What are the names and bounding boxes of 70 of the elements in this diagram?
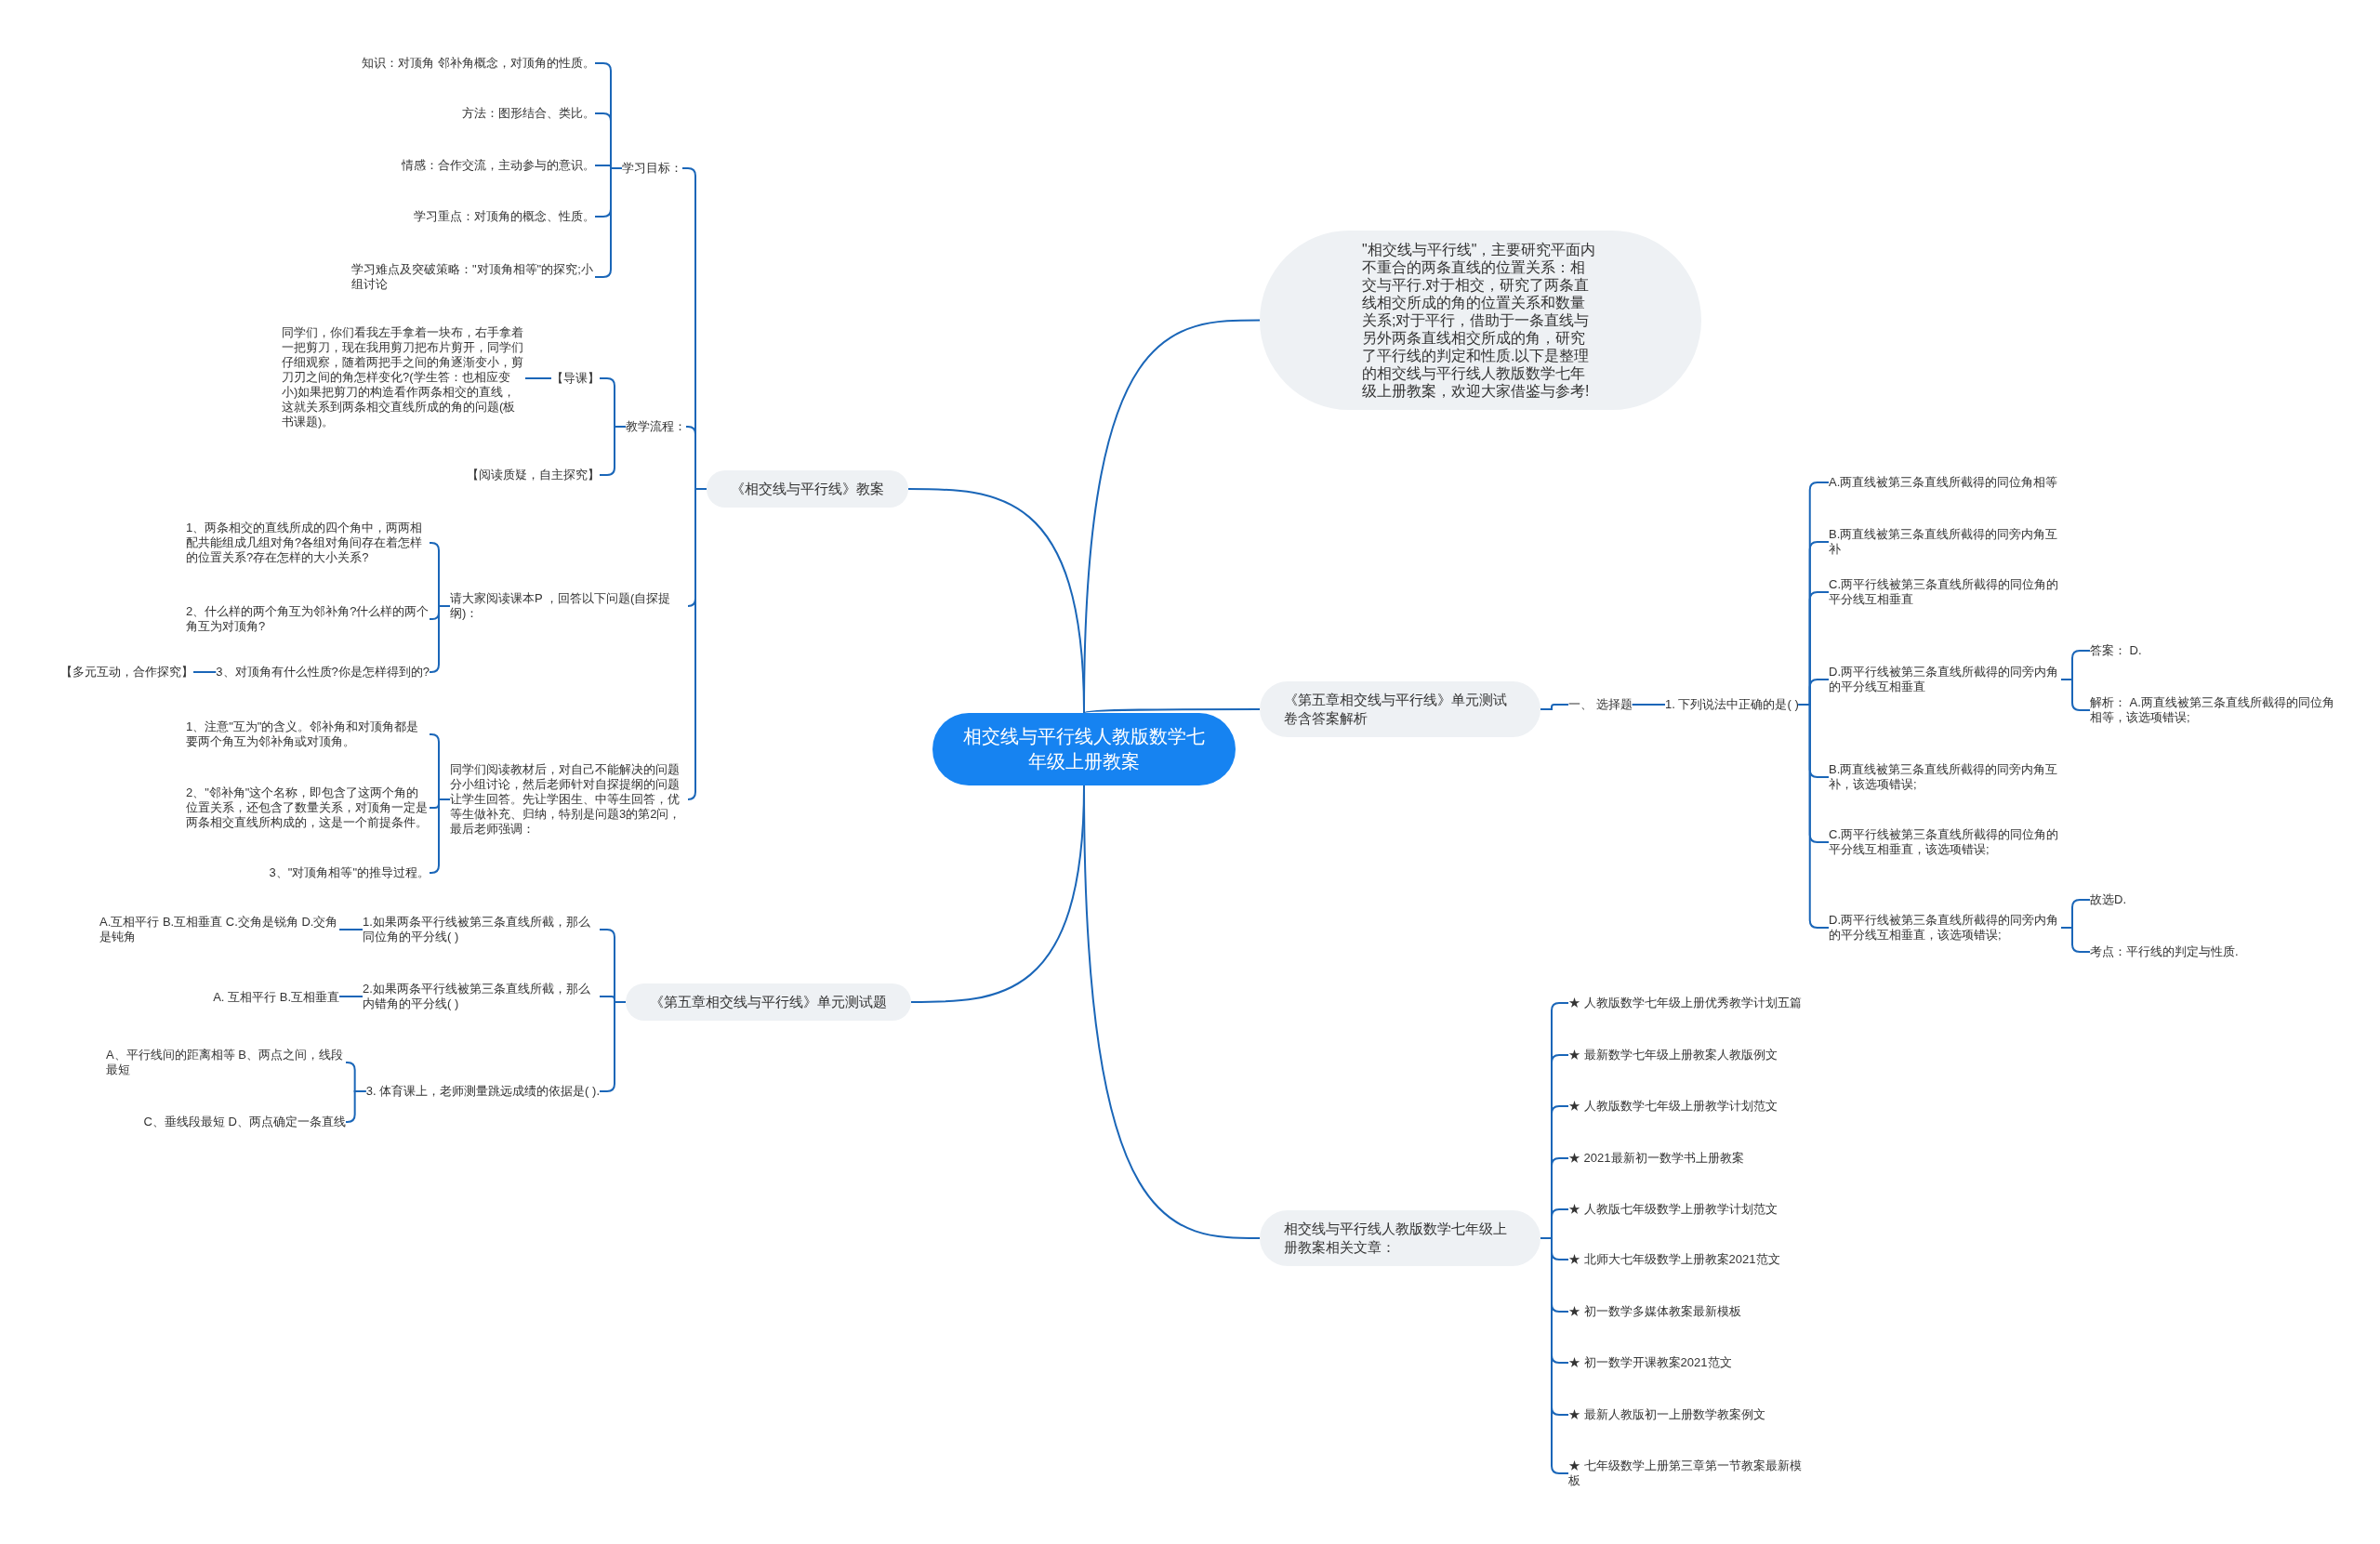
- branch-text: 考点：平行线的判定与性质.: [2090, 944, 2239, 959]
- branch-text: A.两直线被第三条直线所截得的同位角相等: [1829, 475, 2058, 490]
- branch-line: [338, 996, 364, 997]
- branch-text: A.互相平行 B.互相垂直 C.交角是锐角 D.交角是钝角: [99, 915, 339, 944]
- branch-text: A、平行线间的距离相等 B、两点之间，线段最短: [106, 1048, 346, 1077]
- topic-bubble: 《相交线与平行线》教案: [707, 470, 908, 508]
- branch-text: 3. 体育课上，老师测量跳远成绩的依据是( ).: [365, 1084, 600, 1099]
- branch-text: 答案： D.: [2090, 643, 2142, 658]
- branch-line: [345, 1090, 367, 1123]
- branch-line: [429, 798, 451, 874]
- branch-text: ★ 最新人教版初一上册数学教案例文: [1568, 1407, 1765, 1422]
- branch-text: C.两平行线被第三条直线所截得的同位角的平分线互相垂直，该选项错误;: [1829, 827, 2061, 857]
- branch-line: [429, 605, 451, 673]
- branch-text: 学习难点及突破策略："对顶角相等"的探究;小组讨论: [351, 262, 595, 292]
- branch-text: ★ 2021最新初一数学书上册教案: [1568, 1151, 1744, 1166]
- branch-line: [338, 929, 364, 930]
- branch-text: 1、注意"互为"的含义。邻补角和对顶角都是要两个角互为邻补角或对顶角。: [186, 719, 430, 749]
- branch-text: 教学流程：: [626, 419, 686, 434]
- branch-text: C、垂线段最短 D、两点确定一条直线: [143, 1115, 346, 1129]
- branch-text: 一、 选择题: [1568, 697, 1633, 712]
- branch-line: [1540, 704, 1569, 710]
- branch-text: ★ 北师大七年级数学上册教案2021范文: [1568, 1252, 1780, 1267]
- branch-line: [1083, 785, 1261, 1239]
- branch-line: [1083, 708, 1261, 714]
- branch-text: 知识：对顶角 邻补角概念，对顶角的性质。: [362, 56, 595, 71]
- branch-text: 故选D.: [2090, 892, 2126, 907]
- branch-text: 解析： A.两直线被第三条直线所截得的同位角相等，该选项错误;: [2090, 695, 2336, 725]
- branch-line: [2060, 679, 2091, 711]
- branch-text: 情感：合作交流，主动参与的意识。: [402, 158, 595, 173]
- branch-text: 【多元互动，合作探究】: [60, 665, 193, 680]
- branch-text: ★ 初一数学开课教案2021范文: [1568, 1355, 1732, 1370]
- branch-line: [687, 488, 707, 800]
- branch-text: 2.如果两条平行线被第三条直线所截，那么内错角的平分线( ): [363, 982, 600, 1011]
- branch-text: 2、"邻补角"这个名称，即包含了这两个角的位置关系，还包含了数量关系，对顶角一定是两条相交直线所构成的，这是一个前提条件。: [186, 785, 430, 830]
- branch-line: [2060, 927, 2091, 953]
- branch-text: A. 互相平行 B.互相垂直: [213, 990, 339, 1005]
- branch-text: ★ 人教版数学七年级上册优秀教学计划五篇: [1568, 996, 1802, 1010]
- branch-text: ★ 人教版七年级数学上册教学计划范文: [1568, 1202, 1778, 1217]
- branch-text: 【导课】: [551, 371, 600, 386]
- branch-text: D.两平行线被第三条直线所截得的同旁内角的平分线互相垂直，该选项错误;: [1829, 913, 2061, 943]
- branch-text: B.两直线被第三条直线所截得的同旁内角互补: [1829, 527, 2061, 557]
- branch-line: [1631, 704, 1666, 706]
- branch-text: 3、对顶角有什么性质?你是怎样得到的?: [216, 665, 430, 680]
- branch-text: C.两平行线被第三条直线所截得的同位角的平分线互相垂直: [1829, 577, 2061, 607]
- branch-text: 3、"对顶角相等"的推导过程。: [269, 865, 430, 880]
- branch-text: B.两直线被第三条直线所截得的同旁内角互补，该选项错误;: [1829, 762, 2061, 792]
- branch-text: 2、什么样的两个角互为邻补角?什么样的两个角互为对顶角?: [186, 604, 430, 634]
- branch-text: 同学们，你们看我左手拿着一块布，右手拿着一把剪刀，现在我用剪刀把布片剪开，同学们仔细观察，随着两把手之间的角逐渐变小，剪刀刃之间的角怎样变化?(学生答：也相应变小)如果把剪刀的构造看作两条相交的直线，这就关系到两条相交直线所成的角的问题(板书课题)。: [282, 325, 525, 429]
- branch-text: 请大家阅读课本P ，回答以下问题(自探提纲)：: [450, 591, 688, 621]
- branch-text: 学习重点：对顶角的概念、性质。: [414, 209, 595, 224]
- intro-bubble: "相交线与平行线"，主要研究平面内不重合的两条直线的位置关系：相交与平行.对于相交，研究了两条直线相交所成的角的位置关系和数量关系;对于平行，借助于一条直线与另外两条直线相交所成的角，研究了平行线的判定和性质.以下是整理的相交线与平行线人教版数学七年级上册教案，欢迎大家借鉴与参考!: [1260, 231, 1701, 410]
- branch-text: 学习目标：: [622, 161, 682, 176]
- central-topic: 相交线与平行线人教版数学七年级上册教案: [932, 713, 1236, 785]
- branch-line: [192, 671, 218, 673]
- branch-text: ★ 七年级数学上册第三章第一节教案最新模板: [1568, 1458, 1810, 1488]
- topic-bubble: 《第五章相交线与平行线》单元测试卷含答案解析: [1260, 681, 1540, 737]
- branch-text: 【阅读质疑，自主探究】: [467, 468, 600, 482]
- branch-line: [599, 426, 627, 476]
- topic-bubble: 《第五章相交线与平行线》单元测试题: [626, 983, 911, 1021]
- branch-text: ★ 初一数学多媒体教案最新模板: [1568, 1304, 1741, 1319]
- branch-text: 方法：图形结合、类比。: [462, 106, 595, 121]
- branch-text: D.两平行线被第三条直线所截得的同旁内角的平分线互相垂直: [1829, 665, 2061, 694]
- branch-text: ★ 最新数学七年级上册教案人教版例文: [1568, 1048, 1778, 1062]
- branch-text: 1. 下列说法中正确的是( ): [1665, 697, 1799, 712]
- branch-text: ★ 人教版数学七年级上册教学计划范文: [1568, 1099, 1778, 1114]
- topic-bubble: 相交线与平行线人教版数学七年级上册教案相关文章：: [1260, 1210, 1540, 1266]
- branch-text: 同学们阅读教材后，对自己不能解决的问题分小组讨论，然后老师针对自探提纲的问题让学生回答。先让学困生、中等生回答，优等生做补充、归纳，特别是问题3的第2问，最后老师强调：: [450, 762, 688, 837]
- branch-line: [524, 377, 552, 379]
- branch-text: 1、两条相交的直线所成的四个角中，两两相配共能组成几组对角?各组对角间存在着怎样的位置关系?存在怎样的大小关系?: [186, 521, 430, 565]
- branch-text: 1.如果两条平行线被第三条直线所截，那么同位角的平分线( ): [363, 915, 600, 944]
